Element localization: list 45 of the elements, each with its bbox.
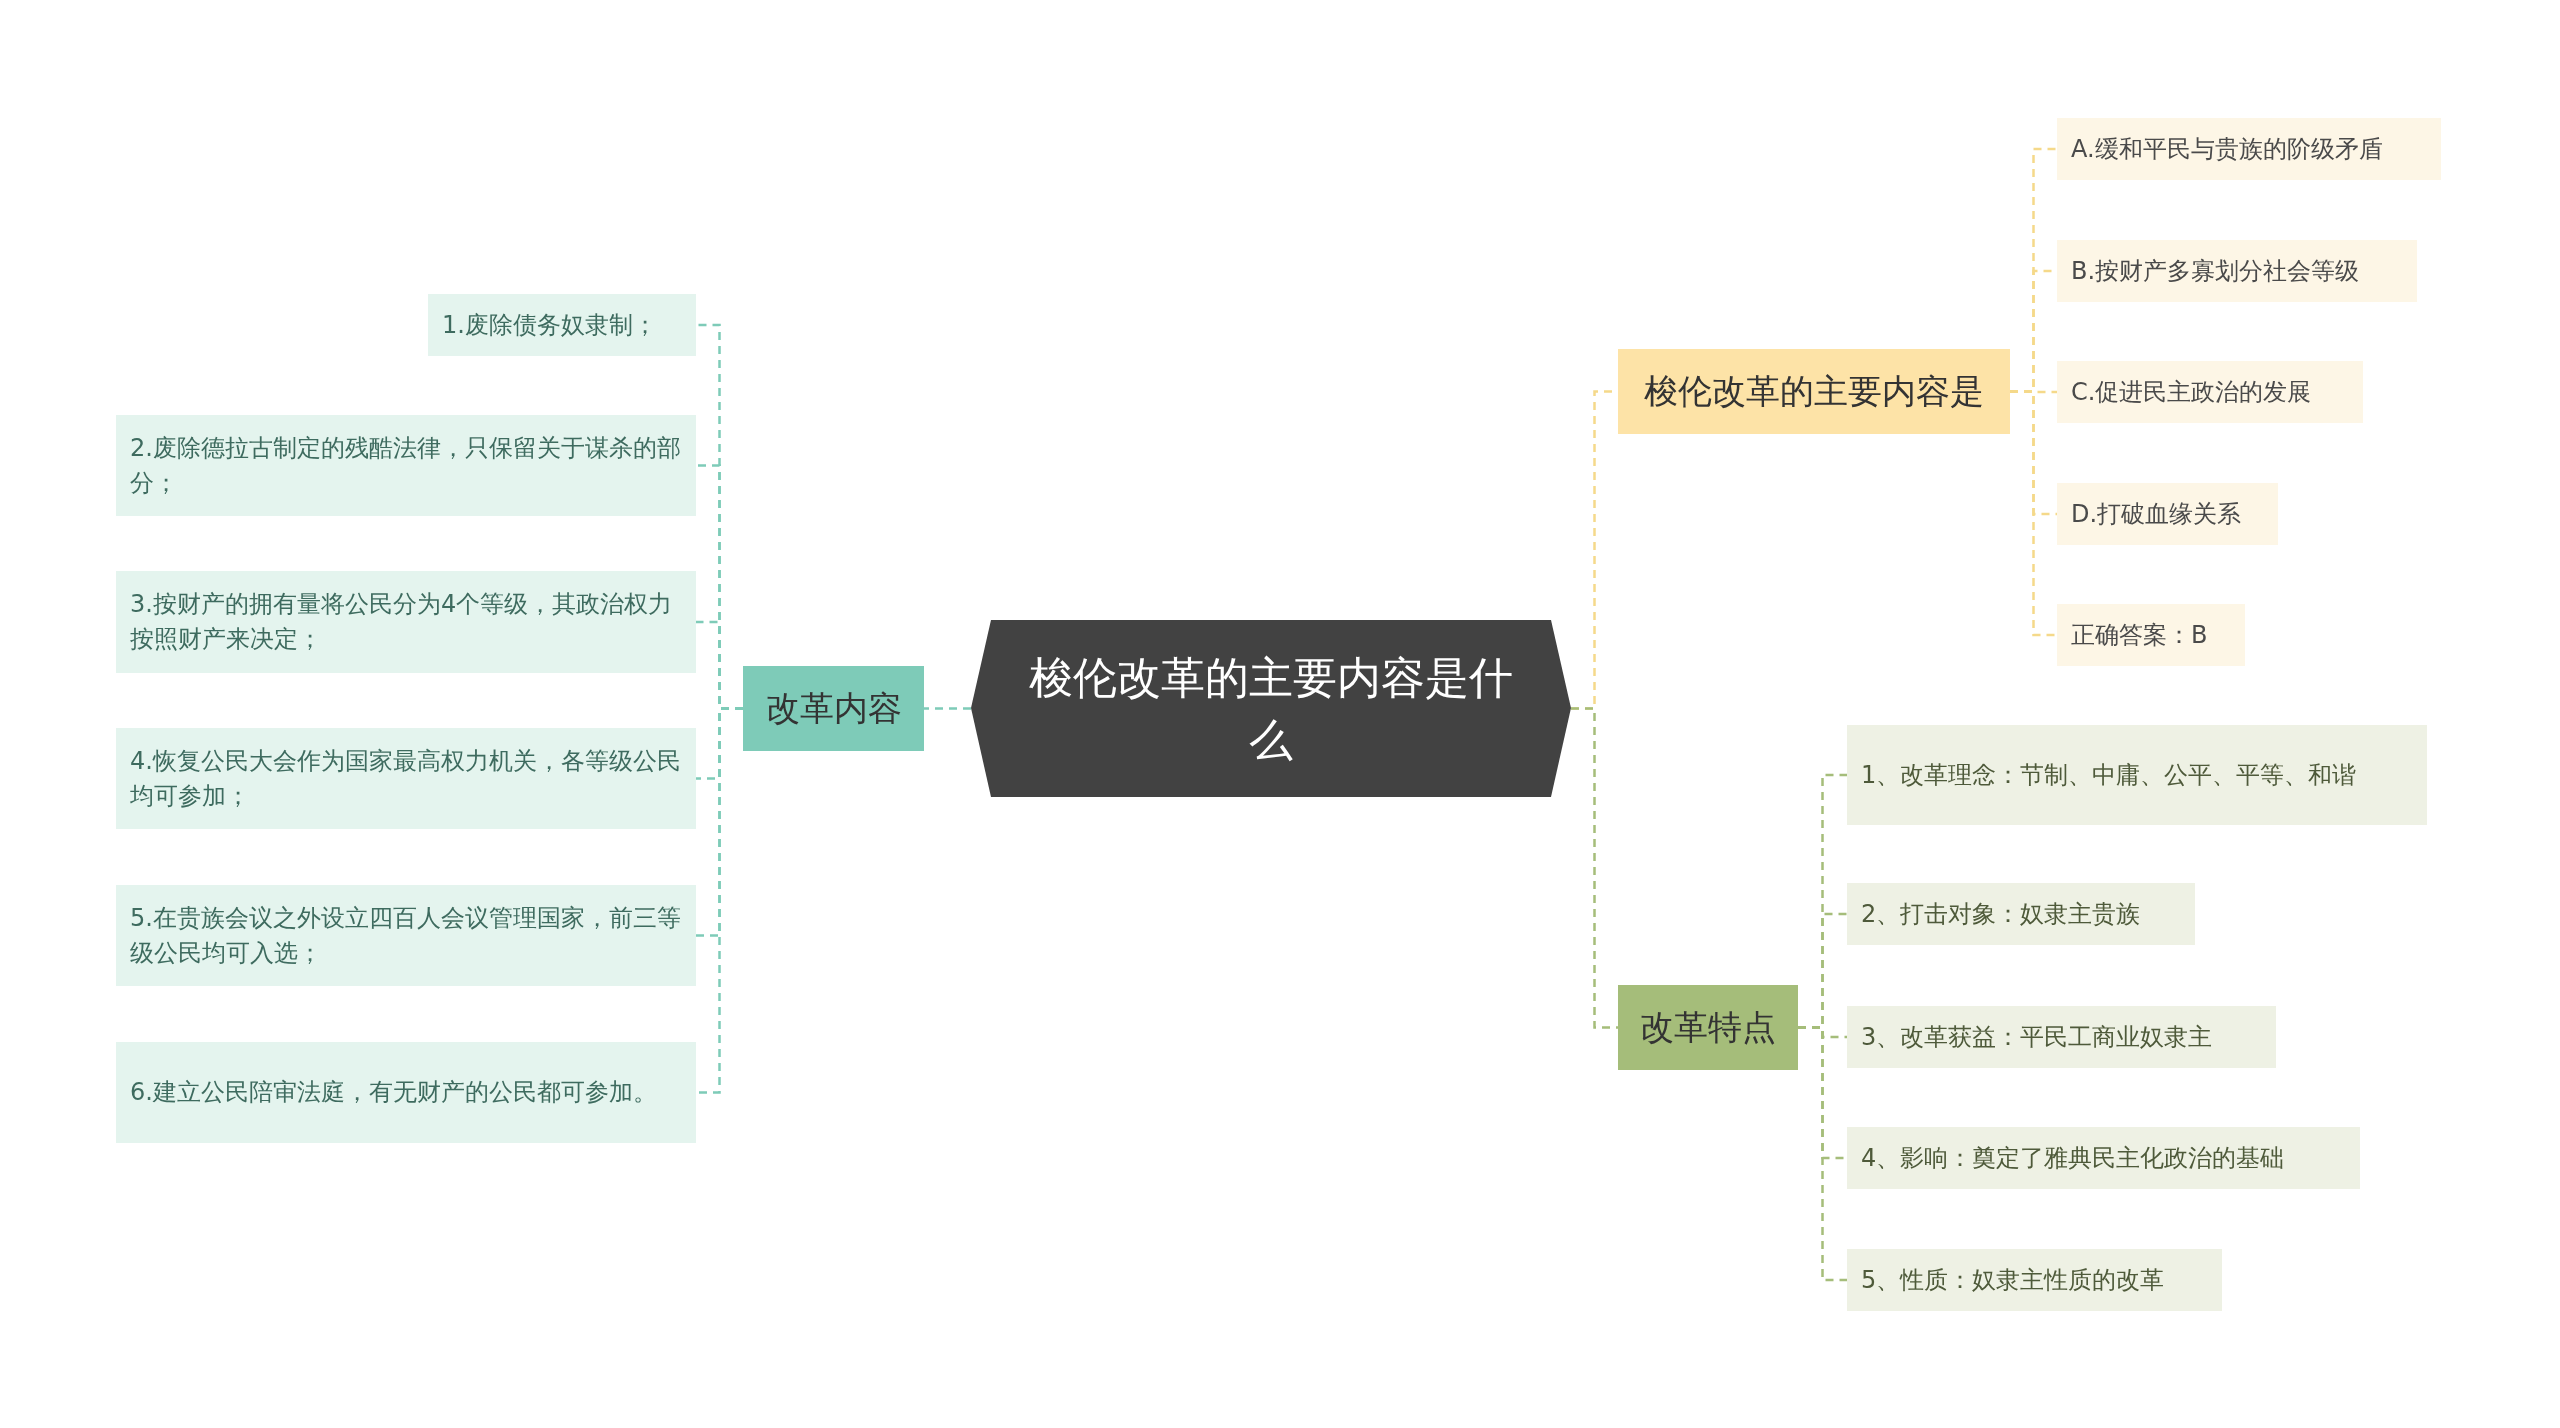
- topic-text: 4.恢复公民大会作为国家最高权力机关，各等级公民均可参加；: [130, 745, 682, 812]
- topic-text: 3.按财产的拥有量将公民分为4个等级，其政治权力按照财产来决定；: [130, 589, 674, 655]
- topic-text: 3、改革获益：平民工商业奴隶主: [1861, 1021, 2213, 1053]
- topic-box: [1618, 985, 1798, 1070]
- leaf-box: [116, 885, 696, 986]
- topic-text: D.打破血缘关系: [2071, 498, 2242, 530]
- leaf-box: [116, 415, 696, 516]
- topic-text: 正确答案：B: [2071, 619, 2208, 651]
- topic-text: B.按财产多寡划分社会等级: [2071, 255, 2360, 287]
- connector-line: [924, 707, 971, 710]
- topic-box: [1618, 349, 2010, 434]
- leaf-box: [2057, 118, 2441, 180]
- topic-text: 梭伦改革的主要内容是: [1644, 369, 1984, 413]
- leaf-box: [1847, 1127, 2360, 1189]
- leaf-box: [1847, 883, 2195, 945]
- leaf-box: [116, 728, 696, 829]
- topic-text: 2、打击对象：奴隶主贵族: [1861, 898, 2141, 930]
- topic-text: 1.废除债务奴隶制；: [442, 309, 657, 341]
- topic-text: 2.废除德拉古制定的残酷法律，只保留关于谋杀的部分；: [130, 432, 682, 499]
- topic-text: 梭伦改革的主要内容是什么: [1028, 650, 1514, 767]
- topic-box: [743, 666, 924, 751]
- connector-line: [696, 707, 743, 1094]
- leaf-box: [1847, 1006, 2276, 1068]
- central-topic-shape: [971, 620, 1571, 797]
- topic-text: 6.建立公民陪审法庭，有无财产的公民都可参加。: [130, 1077, 657, 1109]
- topic-text: 5、性质：奴隶主性质的改革: [1861, 1264, 2165, 1296]
- leaf-box: [428, 294, 696, 356]
- connector-line: [1571, 707, 1618, 1029]
- topic-text: 1、改革理念：节制、中庸、公平、平等、和谐: [1861, 759, 2357, 791]
- leaf-box: [2057, 361, 2363, 423]
- leaf-box: [1847, 1249, 2222, 1311]
- leaf-box: [2057, 604, 2245, 666]
- leaf-box: [116, 571, 696, 673]
- topic-text: 改革内容: [765, 686, 902, 730]
- topic-text: C.促进民主政治的发展: [2071, 376, 2312, 408]
- leaf-box: [1847, 725, 2427, 825]
- leaf-box: [116, 1042, 696, 1143]
- connector-line: [2010, 390, 2057, 637]
- topic-text: 5.在贵族会议之外设立四百人会议管理国家，前三等级公民均可入选；: [130, 902, 682, 969]
- connector-line: [1798, 1026, 1847, 1282]
- leaf-box: [2057, 483, 2278, 545]
- leaf-box: [2057, 240, 2417, 302]
- topic-text: 改革特点: [1640, 1005, 1776, 1049]
- topic-text: 4、影响：奠定了雅典民主化政治的基础: [1861, 1142, 2285, 1174]
- topic-text: A.缓和平民与贵族的阶级矛盾: [2071, 133, 2383, 165]
